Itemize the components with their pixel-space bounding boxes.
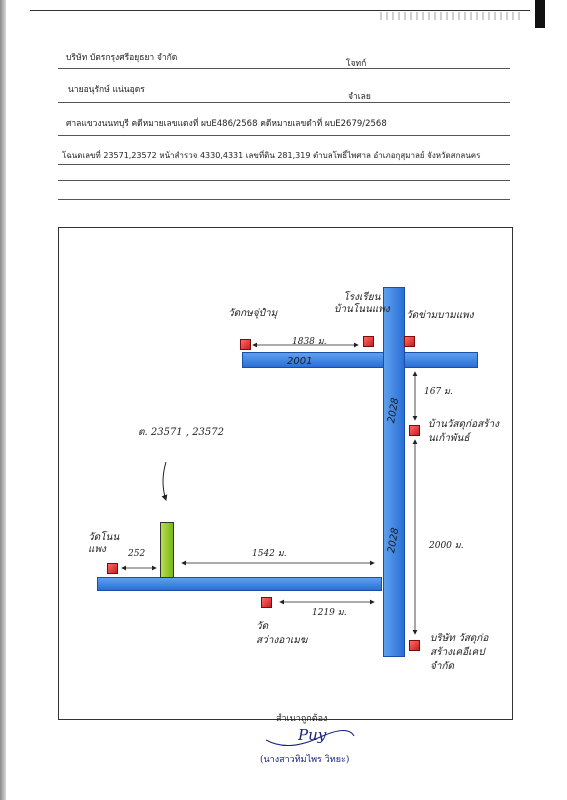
label-temple-top-left: วัดกษจุ่ปำมุ <box>228 308 278 319</box>
form-line-4 <box>58 164 510 165</box>
landmark-company-marker <box>409 640 420 651</box>
certified-copy-text: สำเนาถูกต้อง <box>276 714 328 724</box>
landmark-school-marker <box>363 336 374 347</box>
road-label-2001: 2001 <box>287 356 313 367</box>
distance-temple-parcel: 252 <box>128 549 146 559</box>
label-temple-top-right: วัดข่ามบามแพง <box>406 310 474 321</box>
label-temple-left: วัดโนน แพง <box>88 532 120 555</box>
form-line-6 <box>58 199 510 200</box>
landmark-temple-top-left-marker <box>240 339 251 350</box>
signature-scribble <box>265 730 355 746</box>
label-house-right: บ้านวัสดุก่อสร้าง นเก้าพันธ์ <box>428 419 500 444</box>
label-parcel: ต. 23571 , 23572 <box>138 427 225 438</box>
label-school: โรงเรียน บ้านโนนแพง <box>334 292 390 315</box>
distance-bottom-temple: 1219 ม. <box>312 608 347 618</box>
landmark-temple-top-right-marker <box>404 336 415 347</box>
title-deed: โฉนดเลขที่ 23571,23572 หน้าสำรวจ 4330,43… <box>62 151 481 160</box>
court-case: ศาลแขวงนนทบุรี คดีหมายเลขแดงที่ ผบE486/2… <box>66 119 387 129</box>
road-bottom-horizontal <box>97 577 382 591</box>
defendant-role: จำเลย <box>348 92 371 102</box>
signatory-name: (นางสาวทิมไพร วิทยะ) <box>260 755 350 765</box>
form-line-1 <box>58 68 510 69</box>
landmark-temple-bottom-marker <box>261 597 272 608</box>
distance-top-left: 1838 ม. <box>292 337 327 347</box>
signature-handwriting: Puy <box>298 726 327 744</box>
distance-right-lower: 2000 ม. <box>429 541 464 551</box>
label-company: บริษัท วัสดุก่อ สร้างเคอีเคป จำกัด <box>430 633 489 672</box>
landmark-house-right-marker <box>409 425 420 436</box>
map-frame <box>58 227 513 720</box>
corner-mark <box>535 0 545 28</box>
page-edge-left <box>0 0 6 800</box>
form-line-3 <box>58 135 510 136</box>
road-top-horizontal <box>242 352 478 368</box>
plaintiff-name: บริษัท บัตรกรุงศรีอยุธยา จำกัด <box>66 53 178 63</box>
top-border <box>30 10 530 11</box>
landmark-temple-left-marker <box>107 563 118 574</box>
plaintiff-role: โจทก์ <box>346 59 367 69</box>
form-line-2 <box>58 102 510 103</box>
road-vertical <box>383 287 405 657</box>
form-line-5 <box>58 180 510 181</box>
label-temple-bottom: วัด สว่างอาเมฆ <box>256 621 308 646</box>
land-parcel <box>160 522 174 578</box>
distance-right-upper: 167 ม. <box>424 387 453 397</box>
defendant-name: นายอนุรักษ์ แน่นอุดร <box>68 85 145 95</box>
distance-parcel-junction: 1542 ม. <box>252 549 287 559</box>
scan-artifact <box>380 12 520 20</box>
